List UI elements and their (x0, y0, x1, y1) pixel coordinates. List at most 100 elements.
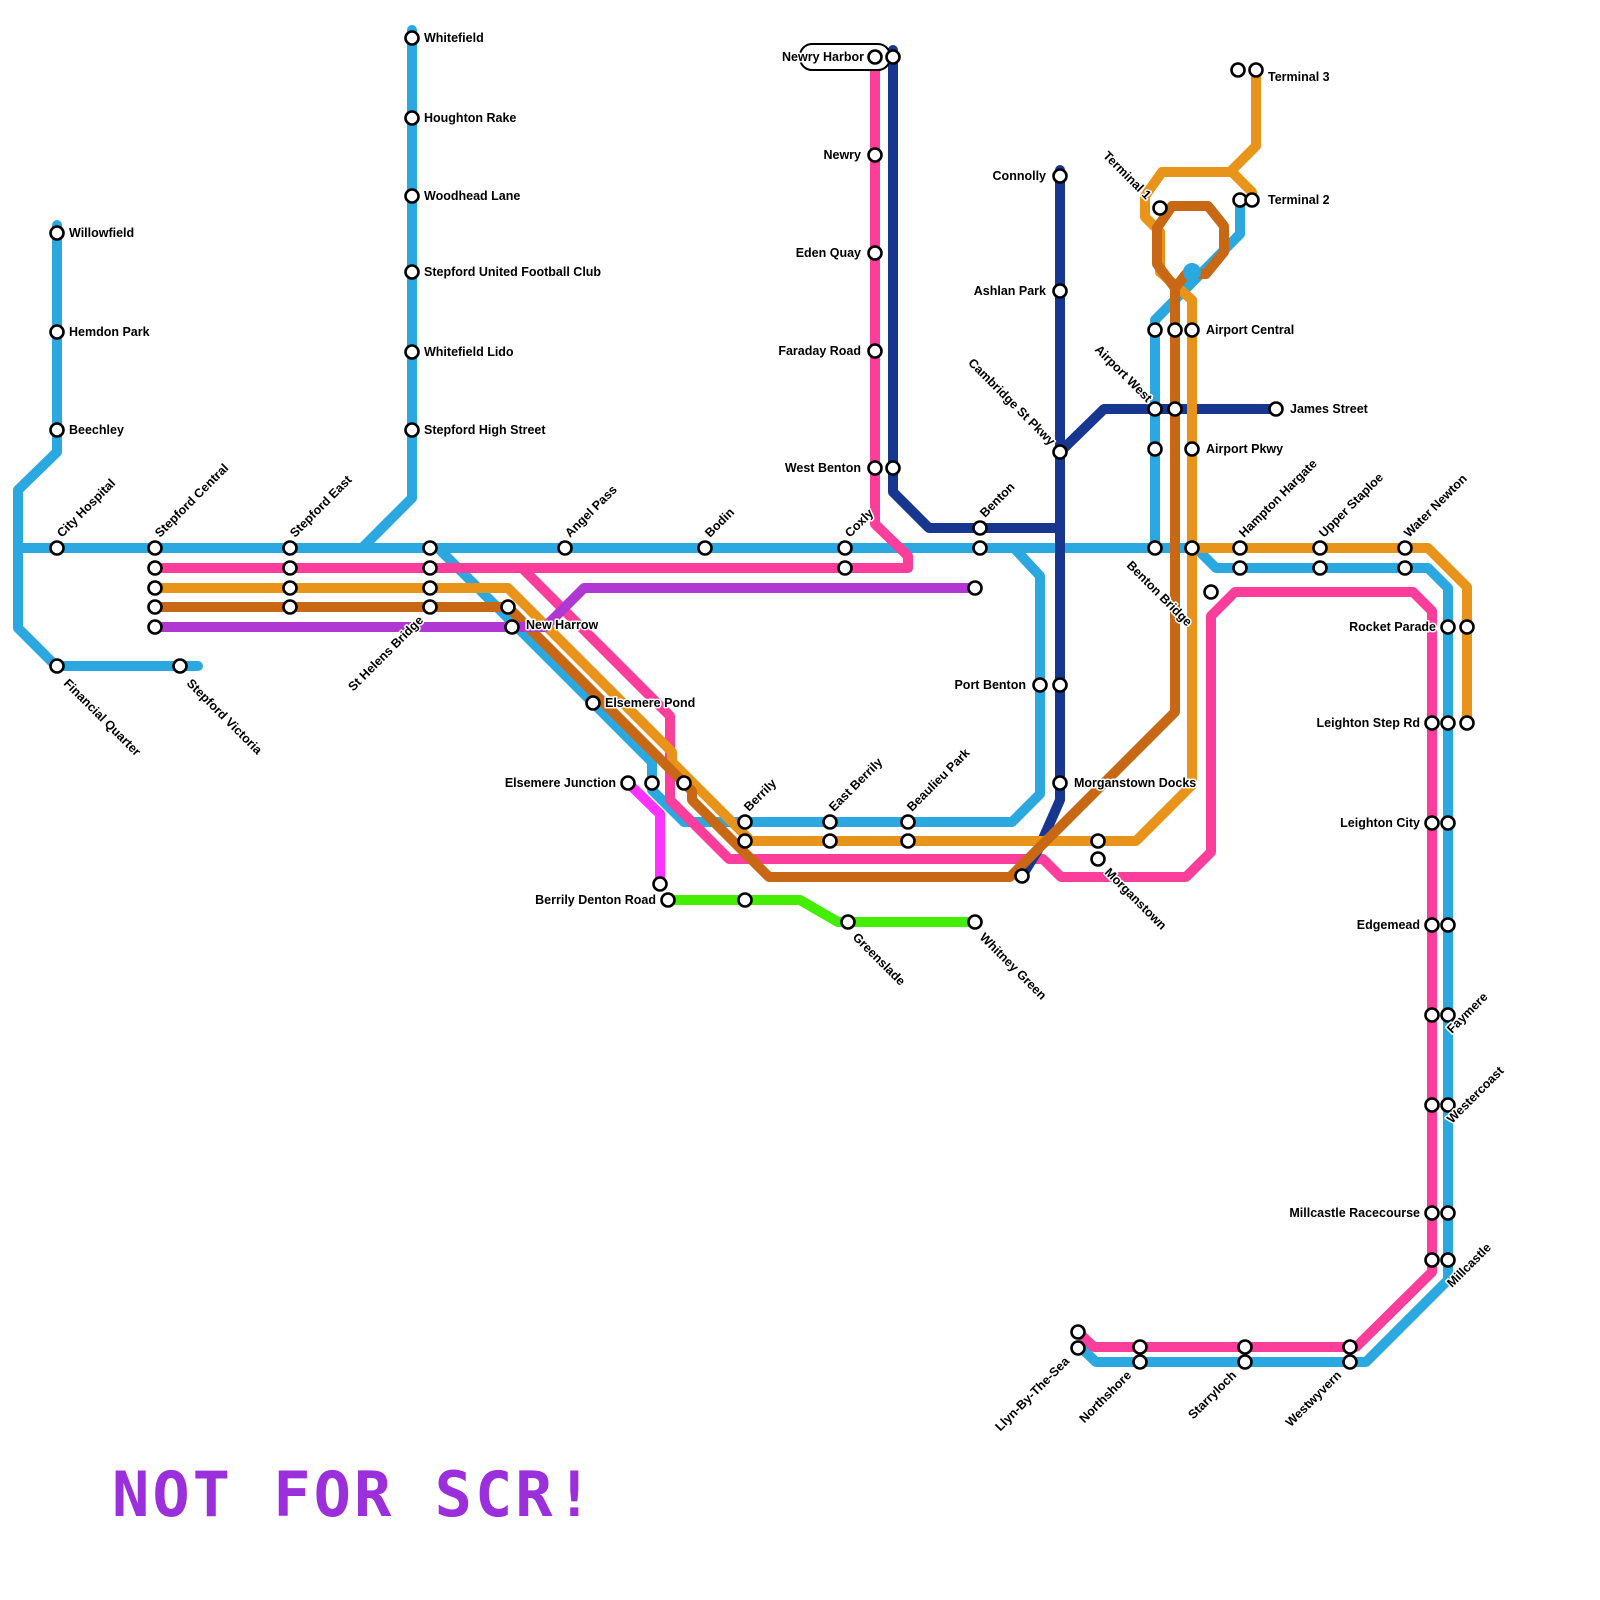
route-line-navy-james (1055, 404, 1281, 457)
route-line-airlink-orange (150, 65, 1261, 846)
station-dot (967, 580, 983, 596)
station-dot (282, 580, 298, 596)
station-dot (660, 892, 676, 908)
station-dot (147, 580, 163, 596)
station-dot (1232, 560, 1248, 576)
station-dot (1248, 62, 1264, 78)
station-label: Angel Pass (562, 483, 620, 541)
station-dot (1424, 1007, 1440, 1023)
station-dot (404, 110, 420, 126)
station-dot (967, 914, 983, 930)
station-dot (867, 343, 883, 359)
station-label: Leighton City (1340, 816, 1420, 830)
station-dot (1147, 322, 1163, 338)
station-dot (1440, 1252, 1456, 1268)
station-dot (1167, 322, 1183, 338)
station-label: Eden Quay (796, 246, 861, 260)
station-label: Woodhead Lane (424, 189, 520, 203)
route-line-coast-orange (1187, 543, 1472, 728)
station-label: Upper Staploe (1316, 470, 1386, 540)
station-dot (1440, 815, 1456, 831)
station-dot (49, 324, 65, 340)
route-line-magenta-line (623, 778, 665, 889)
station-dot (1424, 715, 1440, 731)
station-label: Edgemead (1357, 918, 1420, 932)
station-label: Westwyvern (1283, 1368, 1344, 1429)
station-label: Faraday Road (778, 344, 861, 358)
station-dot (49, 225, 65, 241)
route-line-waterline-main (13, 543, 1453, 1367)
station-dot (404, 264, 420, 280)
station-dot (676, 775, 692, 791)
station-dot (1424, 917, 1440, 933)
station-label: Ashlan Park (974, 284, 1046, 298)
station-dot (1397, 560, 1413, 576)
station-label: New Harrow (526, 618, 599, 632)
station-label: Houghton Rake (424, 111, 516, 125)
station-label: East Berrily (826, 755, 885, 814)
station-label: Whitefield Lido (424, 345, 514, 359)
station-dot (1090, 833, 1106, 849)
station-dot (404, 188, 420, 204)
station-label: Cambridge St Pkwy (965, 356, 1057, 448)
station-dot (1440, 917, 1456, 933)
station-dot (1244, 192, 1260, 208)
station-dot (1070, 1324, 1086, 1340)
station-dot (737, 814, 753, 830)
station-dot (404, 30, 420, 46)
map-disclaimer-note: NOT FOR SCR! (112, 1458, 596, 1531)
station-label: Starryloch (1185, 1368, 1239, 1422)
station-dot (500, 599, 516, 615)
route-line-navy-newry (888, 45, 1065, 533)
station-label: Rocket Parade (1349, 620, 1436, 634)
station-dot (867, 147, 883, 163)
station-dot (1440, 715, 1456, 731)
station-dot (1147, 401, 1163, 417)
station-label: Airport Pkwy (1206, 442, 1283, 456)
station-dot (147, 540, 163, 556)
station-dot (422, 580, 438, 596)
station-dot (172, 658, 188, 674)
station-dot (1070, 1340, 1086, 1356)
station-dot (147, 619, 163, 635)
station-dot (1312, 560, 1328, 576)
station-dot (282, 560, 298, 576)
station-label: Willowfield (69, 226, 134, 240)
station-label: Hampton Hargate (1236, 457, 1320, 541)
station-dot (1014, 868, 1030, 884)
station-label: Stepford Central (152, 461, 231, 540)
station-dot (585, 695, 601, 711)
station-label: Whitney Green (977, 930, 1049, 1002)
station-label: Berrily Denton Road (535, 893, 656, 907)
station-label: Beechley (69, 423, 124, 437)
station-dot (282, 540, 298, 556)
station-dot (867, 245, 883, 261)
station-dot (885, 460, 901, 476)
station-dot (1052, 283, 1068, 299)
route-line-willowfield-branch (13, 220, 203, 671)
station-dot (737, 892, 753, 908)
station-dot (900, 814, 916, 830)
station-dot (1052, 168, 1068, 184)
station-dot (837, 540, 853, 556)
route-line-newry-pink (150, 45, 913, 573)
station-dot (737, 833, 753, 849)
station-label: Stepford High Street (424, 423, 546, 437)
station-dot (1147, 441, 1163, 457)
station-dot (1440, 1007, 1456, 1023)
station-dot (1052, 677, 1068, 693)
station-dot (1167, 401, 1183, 417)
station-label: Newry Harbor (782, 50, 864, 64)
station-label: Morganstown Docks (1074, 776, 1196, 790)
station-dot (840, 914, 856, 930)
station-dot (1184, 441, 1200, 457)
station-label: Beaulieu Park (904, 746, 972, 814)
station-dot (1268, 401, 1284, 417)
station-label: Whitefield (424, 31, 484, 45)
station-dot (1424, 1252, 1440, 1268)
route-line-coast-pink (517, 563, 1437, 1352)
station-dot (282, 599, 298, 615)
station-dot (422, 540, 438, 556)
station-label: Hemdon Park (69, 325, 150, 339)
